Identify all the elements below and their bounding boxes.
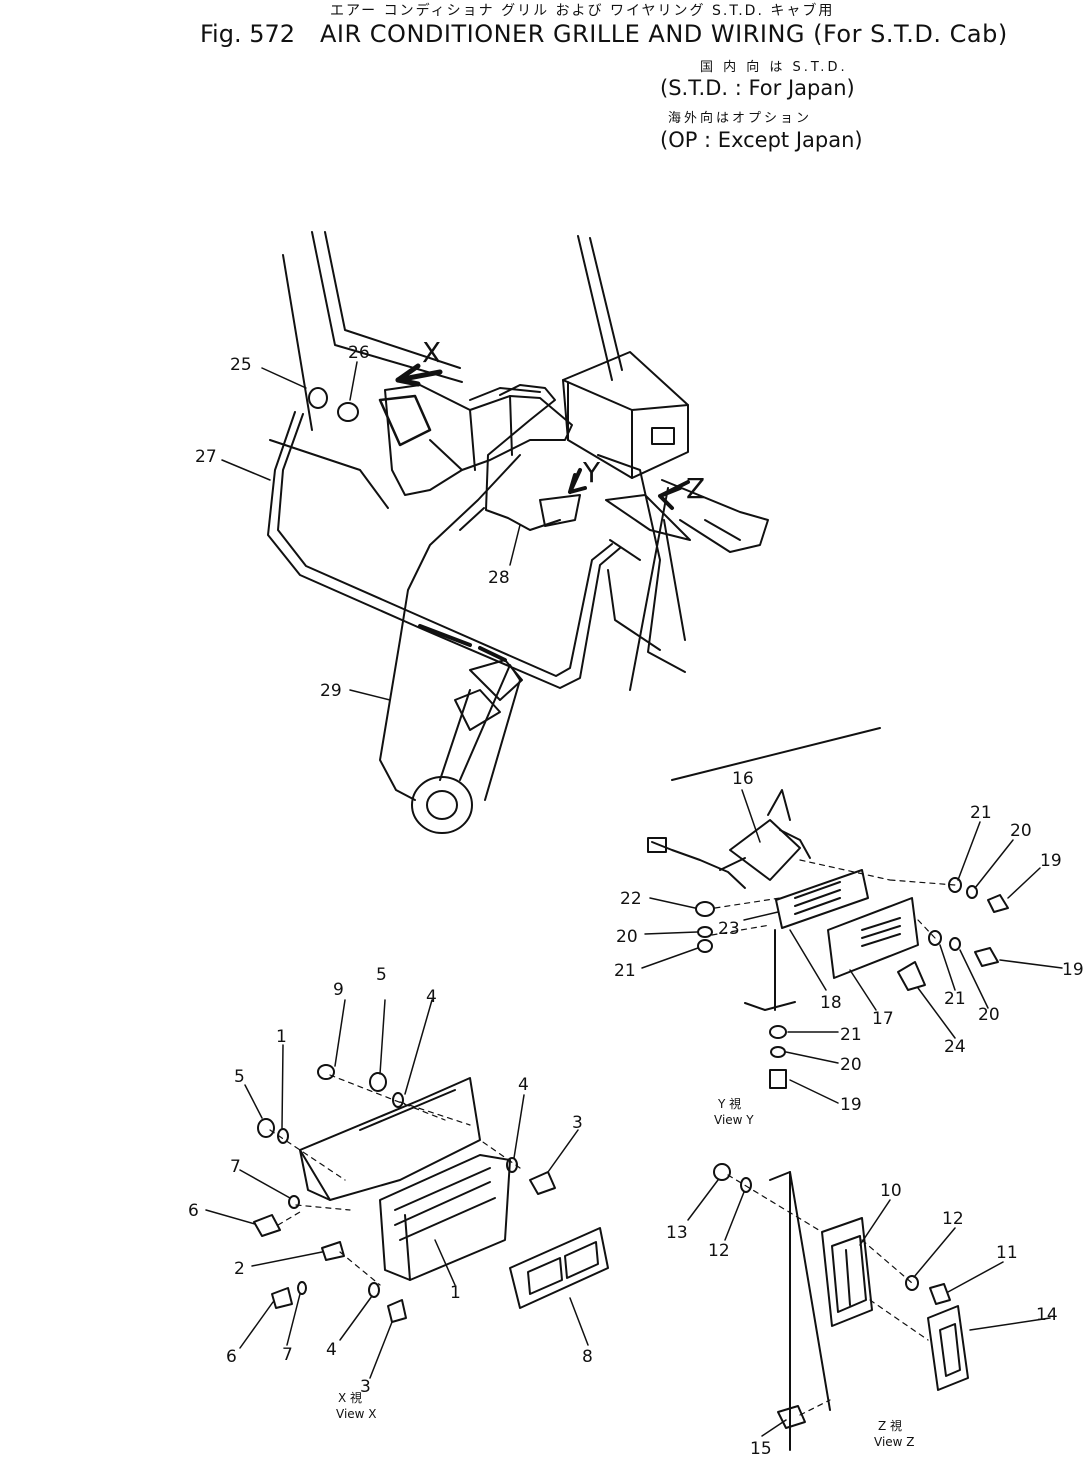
view-x-caption: View X xyxy=(336,1407,377,1421)
callout-9: 9 xyxy=(333,980,344,1000)
view-y-caption-jp: Y 視 xyxy=(717,1096,741,1111)
view-z-caption-jp: Z 視 xyxy=(878,1418,902,1433)
callout-6: 6 xyxy=(188,1201,199,1221)
main-callouts: 25 26 27 28 29 xyxy=(195,343,510,701)
callout-28: 28 xyxy=(488,568,510,588)
std-note: (S.T.D. : For Japan) xyxy=(660,76,855,100)
callout-4b: 4 xyxy=(518,1075,529,1095)
japanese-std-note: 国 内 向 は S.T.D. xyxy=(700,60,848,75)
view-x-caption-jp: X 視 xyxy=(338,1390,362,1405)
view-marker-x: X xyxy=(422,336,441,369)
callout-29: 29 xyxy=(320,681,342,701)
callout-27: 27 xyxy=(195,447,217,467)
view-z-caption: View Z xyxy=(874,1435,915,1449)
callout-8: 8 xyxy=(582,1347,593,1367)
callout-19b: 19 xyxy=(1062,960,1084,980)
callout-20c: 20 xyxy=(978,1005,1000,1025)
callout-12: 12 xyxy=(708,1241,730,1261)
callout-5b: 5 xyxy=(234,1067,245,1087)
compressor xyxy=(411,659,523,834)
op-note: (OP : Except Japan) xyxy=(660,128,863,152)
callout-6b: 6 xyxy=(226,1347,237,1367)
callout-2: 2 xyxy=(234,1259,245,1279)
callout-19c: 19 xyxy=(840,1095,862,1115)
callout-20b: 20 xyxy=(616,927,638,947)
callout-21b: 21 xyxy=(614,961,636,981)
view-y-caption: View Y xyxy=(714,1113,754,1127)
view-y-callouts: 16 21 20 19 22 23 20 21 18 17 21 20 19 2… xyxy=(614,769,1084,1115)
callout-3: 3 xyxy=(572,1113,583,1133)
callout-23: 23 xyxy=(718,919,740,939)
callout-7: 7 xyxy=(230,1157,241,1177)
callout-24: 24 xyxy=(944,1037,966,1057)
view-z-exploded xyxy=(687,1163,1051,1451)
view-y-exploded xyxy=(641,727,1063,1104)
view-marker-y: Y xyxy=(582,456,601,489)
callout-10: 10 xyxy=(880,1181,902,1201)
callout-22: 22 xyxy=(620,889,642,909)
header: エアー コンディショナ グリル および ワイヤリング S.T.D. キャブ用 F… xyxy=(0,0,1090,170)
japanese-op-note: 海外向はオプション xyxy=(668,111,813,126)
japanese-title: エアー コンディショナ グリル および ワイヤリング S.T.D. キャブ用 xyxy=(330,3,835,19)
callout-16: 16 xyxy=(732,769,754,789)
callout-1: 1 xyxy=(450,1283,461,1303)
callout-26: 26 xyxy=(348,343,370,363)
figure-number: Fig. 572 xyxy=(200,20,296,48)
callout-12b: 12 xyxy=(942,1209,964,1229)
callout-14: 14 xyxy=(1036,1305,1058,1325)
view-captions: X 視 View X Y 視 View Y Z 視 View Z xyxy=(336,1096,915,1449)
callout-13: 13 xyxy=(666,1223,688,1243)
callout-21: 21 xyxy=(970,803,992,823)
cab-main-view xyxy=(221,231,769,834)
callout-25: 25 xyxy=(230,355,252,375)
callout-19: 19 xyxy=(1040,851,1062,871)
callout-5: 5 xyxy=(376,965,387,985)
callout-20: 20 xyxy=(1010,821,1032,841)
callout-15: 15 xyxy=(750,1439,772,1459)
callout-4: 4 xyxy=(426,987,437,1007)
callout-18: 18 xyxy=(820,993,842,1013)
callout-11: 11 xyxy=(996,1243,1018,1263)
callout-21d: 21 xyxy=(840,1025,862,1045)
callout-3b: 3 xyxy=(360,1377,371,1397)
view-marker-z: Z xyxy=(686,472,705,505)
view-z-callouts: 13 12 10 12 11 14 15 xyxy=(666,1181,1058,1459)
figure-title: AIR CONDITIONER GRILLE AND WIRING (For S… xyxy=(320,20,1008,48)
callout-21c: 21 xyxy=(944,989,966,1009)
view-x-callouts: 9 5 4 5 1 4 3 7 6 2 1 7 6 4 3 8 xyxy=(188,965,593,1397)
callout-7b: 7 xyxy=(282,1345,293,1365)
callout-1b: 1 xyxy=(276,1027,287,1047)
callout-17: 17 xyxy=(872,1009,894,1029)
callout-4c: 4 xyxy=(326,1340,337,1360)
view-x-exploded xyxy=(205,999,609,1379)
callout-20d: 20 xyxy=(840,1055,862,1075)
